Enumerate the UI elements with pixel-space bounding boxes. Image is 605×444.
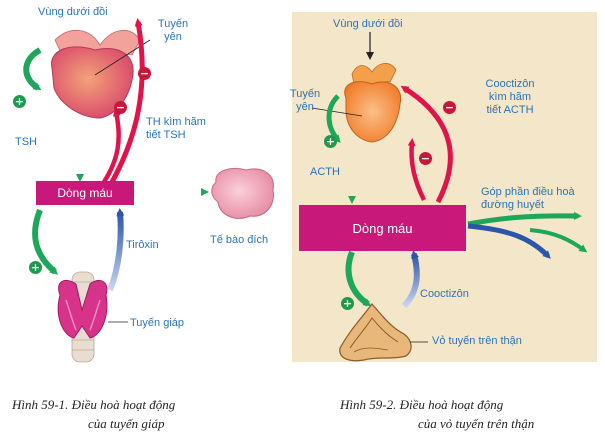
left-plus-sign-bottom: + (29, 261, 42, 274)
right-plus-sign-top: + (324, 135, 337, 148)
right-inhibition-note: Cooctizôn kìm hãm tiết ACTH (485, 78, 535, 116)
effect-arrow-fork (529, 228, 588, 253)
left-stimulate-arrow-top (23, 47, 42, 91)
thyroid-gland (57, 271, 108, 363)
right-minus-sign-outer: − (443, 101, 456, 114)
tiroxin-arrow (107, 208, 125, 292)
right-plus-sign-bottom: + (341, 297, 354, 310)
acth-label: ACTH (310, 166, 340, 178)
left-pituitary-label: Tuyến yên (157, 18, 189, 43)
left-hypothalamus-label: Vùng dưới đồi (38, 6, 108, 18)
right-pituitary-pointer (311, 107, 363, 117)
left-inhibition-note: TH kìm hãm tiết TSH (146, 116, 206, 141)
thyroid-label: Tuyến giáp (130, 317, 185, 329)
left-plus-sign-top: + (13, 95, 26, 108)
right-inhibit-arrow-inner (407, 138, 427, 202)
right-caption-line2: của vỏ tuyến trên thận (418, 416, 535, 431)
right-pituitary-shape (344, 81, 402, 143)
left-tsh-label: TSH (15, 136, 37, 148)
cortisol-label: Cooctizôn (420, 288, 469, 300)
target-cell-shape (211, 168, 275, 219)
target-cell-label: Tế bào đích (210, 234, 269, 246)
tiroxin-label: Tirôxin (126, 239, 159, 251)
right-blood-stream: Dòng máu (299, 205, 466, 251)
effect-label: Góp phần điều hoà đường huyết (481, 186, 575, 211)
left-inhibit-arrow-inner (102, 108, 121, 184)
left-minus-sign-inner: − (114, 101, 127, 114)
effect-arrow-lower (467, 223, 551, 259)
adrenal-label: Vỏ tuyến trên thận (432, 335, 522, 347)
right-hypothalamus-label: Vùng dưới đồi (333, 18, 403, 30)
right-minus-sign-inner: − (419, 152, 432, 165)
left-blood-stream: Dòng máu (36, 181, 134, 205)
right-pituitary-label: Tuyến yên (289, 88, 321, 113)
right-caption-line1: Hình 59-2. Điều hoà hoạt động (340, 397, 504, 412)
left-minus-sign-outer: − (138, 67, 151, 80)
left-caption-line2: của tuyến giáp (88, 416, 165, 431)
left-pituitary-shape (51, 46, 134, 119)
right-inhibit-arrow-outer (400, 85, 453, 204)
left-caption-line1: Hình 59-1. Điều hoà hoạt động (12, 397, 176, 412)
effect-arrow-upper (467, 211, 582, 227)
left-stimulate-arrow-bottom (32, 208, 59, 275)
left-inhibit-arrow-outer (109, 18, 145, 184)
right-stimulate-arrow-bottom (345, 250, 372, 307)
adrenal-cortex (339, 303, 412, 362)
cortisol-arrow (401, 250, 420, 309)
